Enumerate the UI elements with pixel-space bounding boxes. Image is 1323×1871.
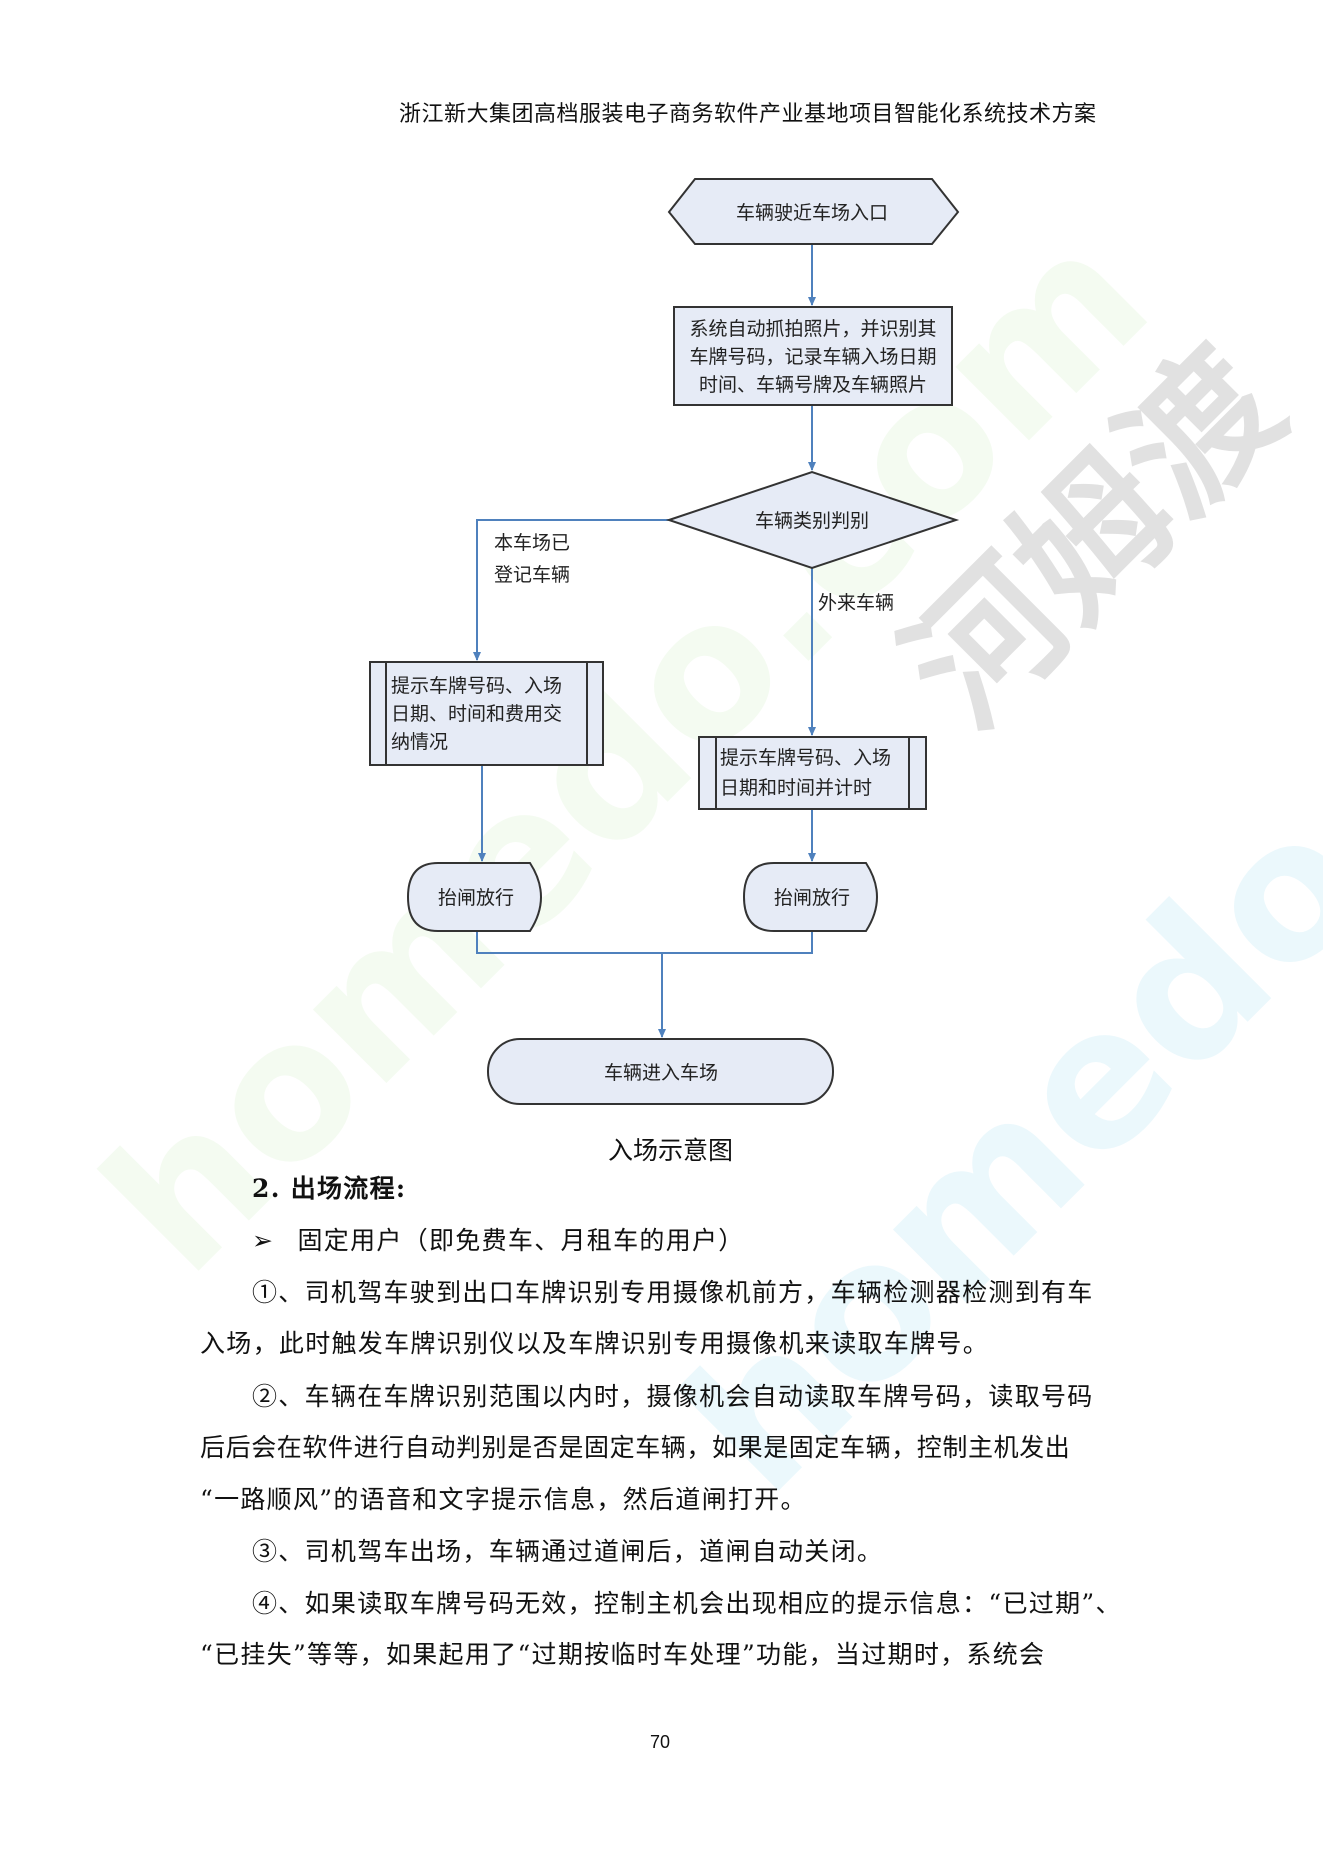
capture-box: [673, 306, 953, 406]
paragraph-line: 后后会在软件进行自动判别是否是固定车辆，如果是固定车辆，控制主机发出: [200, 1433, 1071, 1462]
bullet-item: ➢ 固定用户（即免费车、月租车的用户）: [252, 1226, 745, 1256]
section-heading: 2. 出场流程:: [252, 1174, 407, 1203]
right-gate-shape: [742, 862, 878, 932]
left-process-box: [369, 661, 604, 766]
right-gate-label: 抬闸放行: [774, 887, 850, 909]
decision-label: 车辆类别判别: [755, 510, 869, 532]
capture-line-3: 时间、车辆号牌及车辆照片: [699, 374, 927, 396]
left-process-line-1: 提示车牌号码、入场: [391, 675, 562, 697]
arrow-decision-to-left: [473, 519, 669, 661]
branch-left-label-1: 本车场已: [494, 532, 570, 554]
join-line: [476, 931, 813, 954]
figure-caption: 入场示意图: [608, 1136, 734, 1165]
paragraph-line: “已挂失”等等，如果起用了“过期按临时车处理”功能，当过期时，系统会: [200, 1640, 1046, 1669]
capture-line-2: 车牌号码，记录车辆入场日期: [689, 346, 936, 368]
paragraph-line: ③、司机驾车出场，车辆通过道闸后，道闸自动关闭。: [252, 1537, 884, 1566]
bullet-text: 固定用户（即免费车、月租车的用户）: [297, 1226, 745, 1255]
left-gate-label: 抬闸放行: [438, 887, 514, 909]
paragraph-line: “一路顺风”的语音和文字提示信息，然后道闸打开。: [200, 1485, 807, 1514]
start-hexagon: [667, 178, 960, 245]
paragraph-line: ②、车辆在车牌识别范围以内时，摄像机会自动读取车牌号码，读取号码: [252, 1382, 1094, 1411]
paragraph-line: ④、如果读取车牌号码无效，控制主机会出现相应的提示信息：“已过期”、: [252, 1589, 1122, 1618]
end-label: 车辆进入车场: [604, 1062, 718, 1084]
end-terminator: [487, 1038, 834, 1105]
right-process-line-2: 日期和时间并计时: [720, 777, 872, 799]
branch-right-label: 外来车辆: [818, 592, 894, 614]
right-process-line-1: 提示车牌号码、入场: [720, 747, 891, 769]
entry-flowchart: 车辆驶近车场入口 系统自动抓拍照片，并识别其 车牌号码，记录车辆入场日期 时间、…: [369, 178, 960, 1105]
decision-diamond: [665, 470, 960, 570]
capture-line-1: 系统自动抓拍照片，并识别其: [689, 318, 936, 340]
branch-left-label-2: 登记车辆: [494, 564, 570, 586]
paragraph-line: ①、司机驾车驶到出口车牌识别专用摄像机前方，车辆检测器检测到有车: [252, 1278, 1094, 1307]
arrowhead-bullet-icon: ➢: [252, 1226, 275, 1255]
page-header: 浙江新大集团高档服装电子商务软件产业基地项目智能化系统技术方案: [399, 102, 1097, 127]
left-process-line-3: 纳情况: [391, 731, 448, 753]
start-label: 车辆驶近车场入口: [736, 202, 888, 224]
left-process-line-2: 日期、时间和费用交: [391, 703, 562, 725]
page-number: 70: [650, 1732, 671, 1752]
paragraph-line: 入场，此时触发车牌识别仪以及车牌识别专用摄像机来读取车牌号。: [200, 1329, 990, 1358]
left-gate-shape: [406, 862, 542, 932]
connectors: [473, 244, 816, 1038]
right-process-box: [698, 736, 927, 810]
